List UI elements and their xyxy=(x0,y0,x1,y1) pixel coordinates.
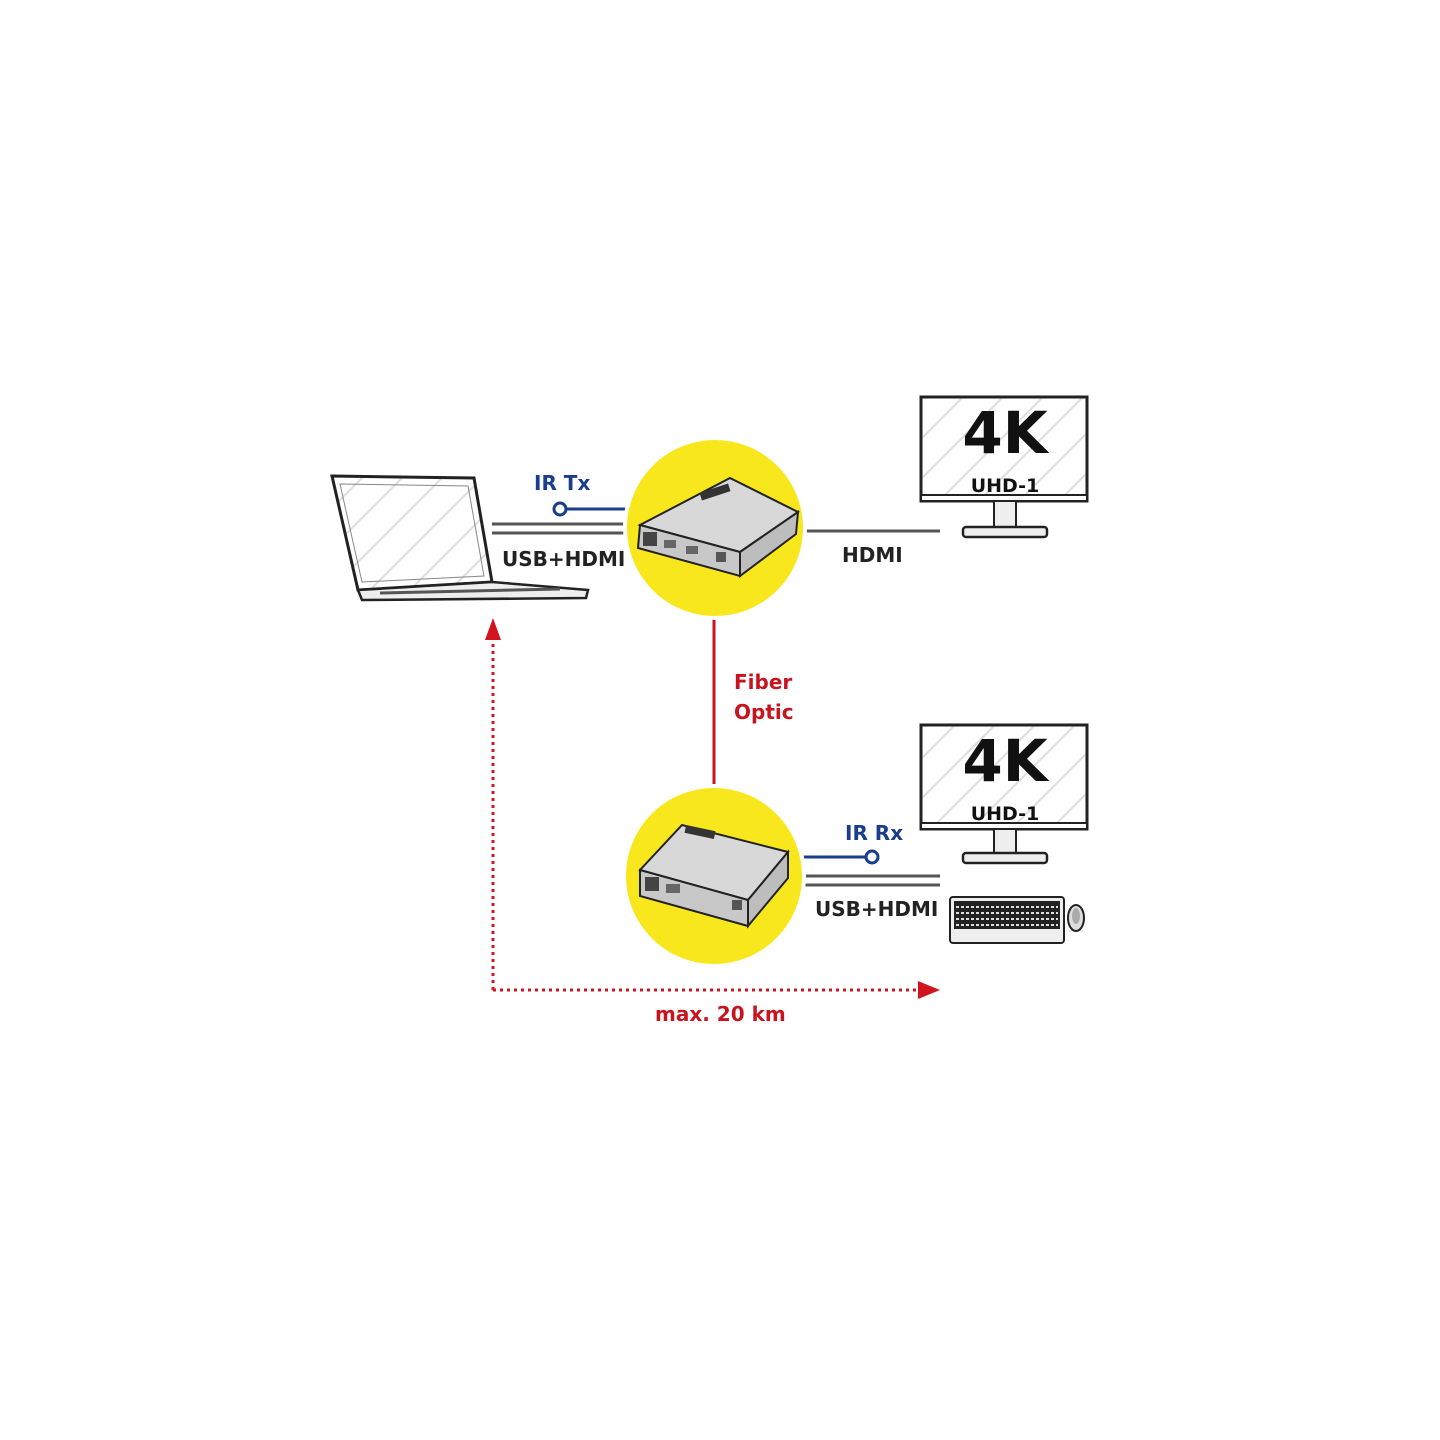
distance-arrow xyxy=(485,618,940,999)
arrow-right-icon xyxy=(918,981,940,999)
keyboard-icon xyxy=(949,896,1065,944)
ir-rx-label: IR Rx xyxy=(845,821,903,845)
ir-tx-label: IR Tx xyxy=(534,471,590,495)
distance-label: max. 20 km xyxy=(655,1002,786,1026)
ir-rx-sensor-icon xyxy=(864,849,880,865)
monitor-bottom-icon xyxy=(919,723,1089,865)
transmitter-unit xyxy=(623,436,807,620)
laptop-icon xyxy=(330,474,590,602)
hdmi-label: HDMI xyxy=(842,543,903,567)
fiber-label-line2: Optic xyxy=(734,700,794,724)
receiver-unit xyxy=(622,784,806,968)
usb-hdmi-rx-label: USB+HDMI xyxy=(815,897,938,921)
ir-tx-sensor-icon xyxy=(552,501,568,517)
usb-hdmi-tx-label: USB+HDMI xyxy=(502,547,625,571)
monitor-top-4k: 4K xyxy=(962,399,1049,467)
arrow-up-icon xyxy=(485,618,501,640)
monitor-top-uhd: UHD-1 xyxy=(971,475,1040,497)
monitor-bottom-uhd: UHD-1 xyxy=(971,803,1040,825)
mouse-icon xyxy=(1067,904,1085,932)
monitor-bottom-4k: 4K xyxy=(962,727,1049,795)
monitor-top-icon xyxy=(919,395,1089,539)
fiber-label-line1: Fiber xyxy=(734,670,792,694)
